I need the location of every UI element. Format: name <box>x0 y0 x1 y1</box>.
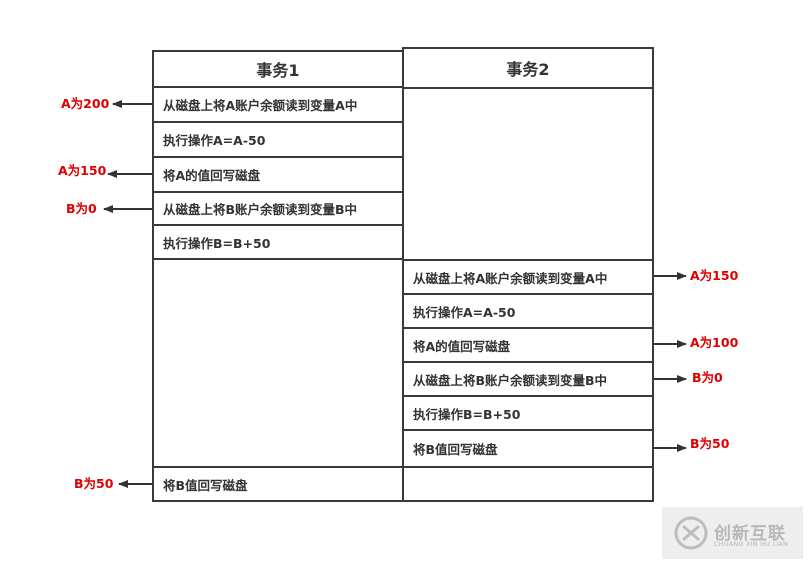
tx1-step-5: 执行操作B=B+50 <box>152 224 404 260</box>
right-label-4: B为50 <box>690 436 730 451</box>
watermark-logo: 创新互联 CHUANG XIN HU LIAN <box>662 507 803 559</box>
tx2-step-5: 执行操作B=B+50 <box>402 395 654 431</box>
tx1-step-3: 将A的值回写磁盘 <box>152 156 404 193</box>
chuangxin-logo-icon <box>674 516 708 550</box>
right-label-2: A为100 <box>690 335 739 350</box>
tx2-step-1: 从磁盘上将A账户余额读到变量A中 <box>402 259 654 295</box>
tx2-step-2: 执行操作A=A-50 <box>402 293 654 329</box>
tx2-idle-block <box>402 87 654 261</box>
tx2-header: 事务2 <box>402 47 654 89</box>
right-label-3: B为0 <box>692 370 723 385</box>
tx1-final-step: 将B值回写磁盘 <box>152 466 404 502</box>
left-label-1: A为200 <box>61 96 110 111</box>
watermark-subtitle: CHUANG XIN HU LIAN <box>714 540 789 548</box>
tx2-step-4: 从磁盘上将B账户余额读到变量B中 <box>402 361 654 397</box>
left-label-2: A为150 <box>58 163 107 178</box>
right-label-1: A为150 <box>690 268 739 283</box>
left-label-3: B为0 <box>66 201 97 216</box>
left-label-4: B为50 <box>74 476 114 491</box>
watermark-name: 创新互联 <box>714 524 786 544</box>
tx1-step-4: 从磁盘上将B账户余额读到变量B中 <box>152 191 404 226</box>
tx2-step-3: 将A的值回写磁盘 <box>402 327 654 363</box>
tx1-step-1: 从磁盘上将A账户余额读到变量A中 <box>152 86 404 123</box>
tx1-header: 事务1 <box>152 50 404 88</box>
tx2-empty-final <box>402 466 654 502</box>
tx1-idle-block <box>152 258 404 468</box>
tx2-step-6: 将B值回写磁盘 <box>402 429 654 468</box>
tx1-step-2: 执行操作A=A-50 <box>152 121 404 158</box>
